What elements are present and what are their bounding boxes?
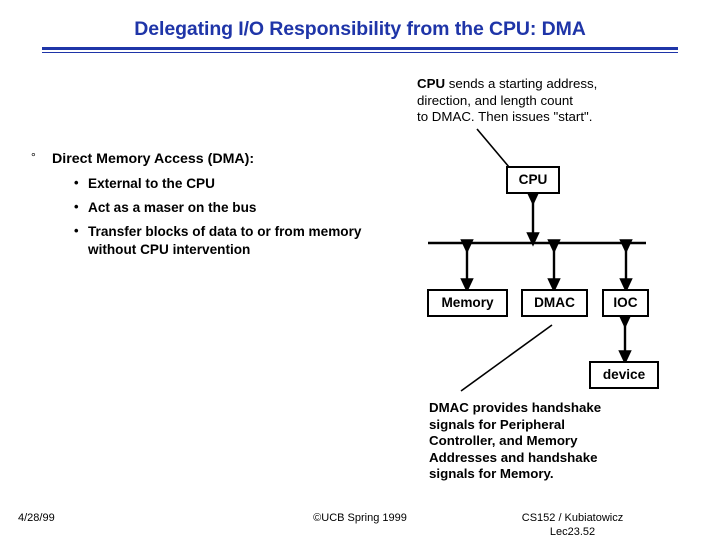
- block-cpu-label: CPU: [518, 172, 548, 188]
- footer-course-line1: CS152 / Kubiatowicz: [521, 512, 624, 524]
- bullet-level1-label: Direct Memory Access (DMA):: [52, 151, 255, 167]
- page-title-block: Delegating I/O Responsibility from the C…: [0, 18, 720, 40]
- bullet-level2-label: Act as a maser on the bus: [88, 200, 257, 215]
- bullet-level2-item: • External to the CPU: [74, 175, 410, 193]
- page-title: Delegating I/O Responsibility from the C…: [134, 18, 586, 40]
- title-divider-thick: [42, 47, 678, 50]
- callout-bottom-line1: DMAC provides handshake: [429, 400, 602, 415]
- callout-dmac-handshake: DMAC provides handshake signals for Peri…: [429, 400, 709, 483]
- callout-top-line1-bold: CPU: [417, 76, 446, 91]
- callout-top-line2: direction, and length count: [417, 92, 573, 108]
- bullet-level2-label: Transfer blocks of data to or from memor…: [88, 224, 362, 257]
- footer-course: CS152 / Kubiatowicz Lec23.52: [440, 511, 705, 539]
- leader-line-dmac-note: [460, 324, 553, 392]
- block-cpu[interactable]: CPU: [506, 166, 560, 194]
- callout-cpu-sends: CPU sends a starting address, direction,…: [417, 76, 713, 126]
- block-ioc[interactable]: IOC: [602, 289, 649, 317]
- leader-line-cpu: [476, 128, 510, 168]
- block-device-label: device: [602, 367, 646, 383]
- block-device[interactable]: device: [589, 361, 659, 389]
- bullet-list: ° Direct Memory Access (DMA): • External…: [30, 150, 410, 259]
- footer-date: 4/28/99: [18, 512, 55, 524]
- callout-bottom-line5: signals for Memory.: [429, 466, 554, 481]
- title-divider: [42, 47, 678, 53]
- callout-top-line1: CPU sends a starting address,: [417, 76, 713, 93]
- callout-bottom-line2: signals for Peripheral: [429, 416, 565, 432]
- callout-bottom-line3: Controller, and Memory: [429, 433, 578, 448]
- dot-bullet-icon: •: [74, 223, 79, 238]
- callout-bottom-line4: Addresses and handshake: [429, 449, 598, 465]
- footer-copyright: ©UCB Spring 1999: [313, 512, 407, 524]
- title-divider-thin: [42, 52, 678, 53]
- callout-top-line3: to DMAC. Then issues "start".: [417, 109, 593, 124]
- block-ioc-label: IOC: [613, 295, 638, 311]
- block-memory[interactable]: Memory: [427, 289, 508, 317]
- bullet-level2-item: • Transfer blocks of data to or from mem…: [74, 223, 410, 259]
- block-dmac[interactable]: DMAC: [521, 289, 588, 317]
- footer-slide-number: Lec23.52: [549, 526, 596, 538]
- bullet-level2-item: • Act as a maser on the bus: [74, 199, 410, 217]
- degree-bullet-icon: °: [31, 150, 36, 164]
- dot-bullet-icon: •: [74, 175, 79, 190]
- bullet-level2-label: External to the CPU: [88, 176, 215, 191]
- block-memory-label: Memory: [441, 295, 494, 311]
- block-dmac-label: DMAC: [534, 295, 575, 311]
- callout-top-line1-rest: sends a starting address,: [445, 76, 598, 91]
- dot-bullet-icon: •: [74, 199, 79, 214]
- bullet-level1: ° Direct Memory Access (DMA):: [30, 150, 410, 169]
